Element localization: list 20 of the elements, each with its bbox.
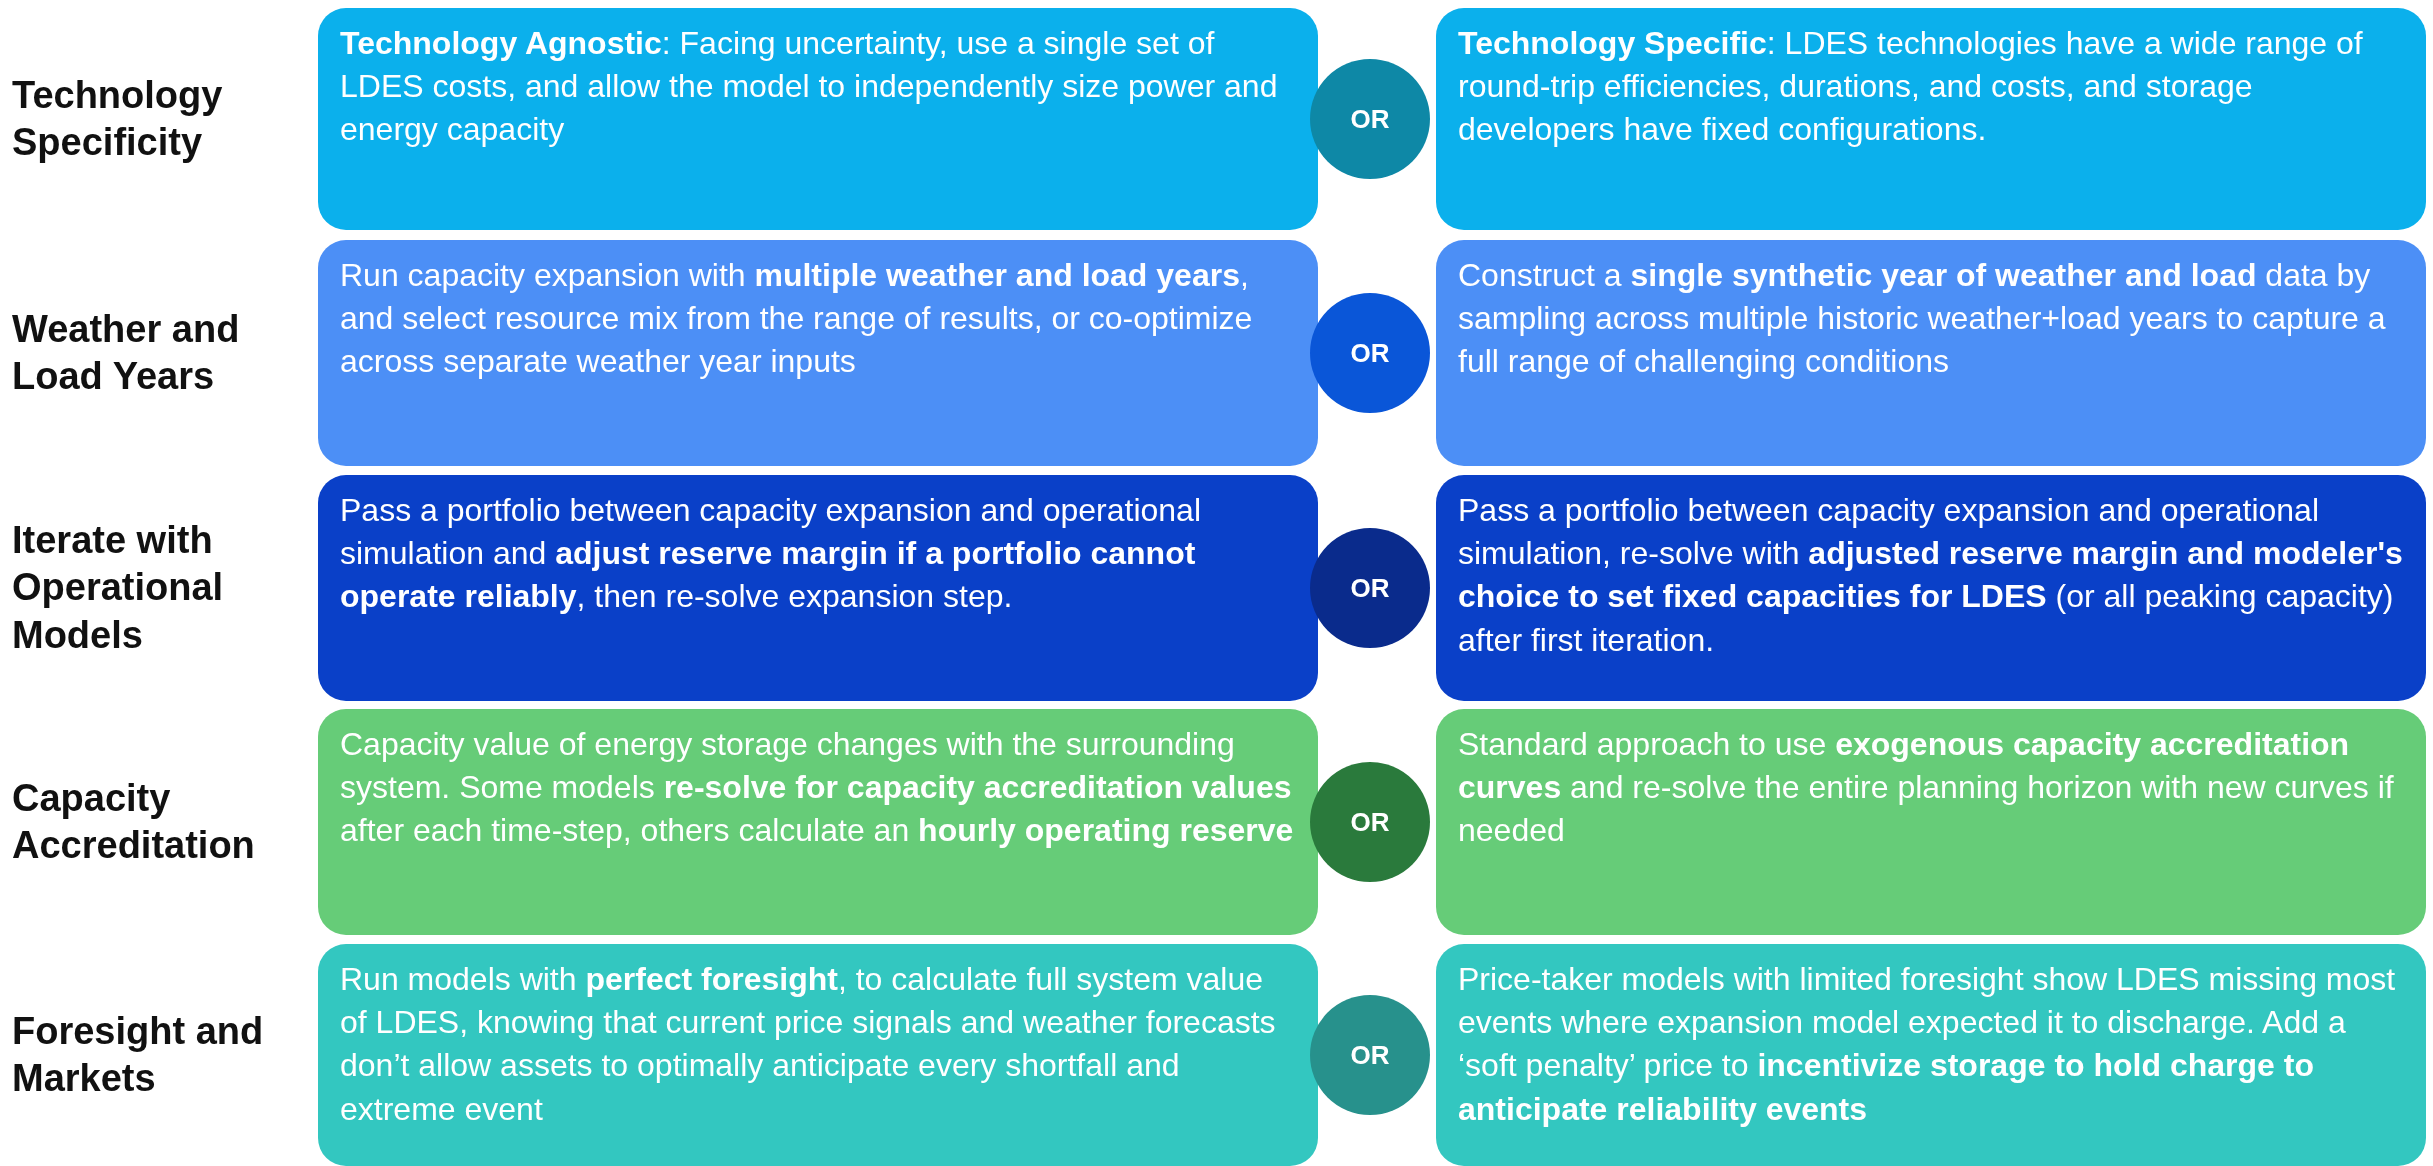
or-circle: OR [1310, 528, 1430, 648]
option-box: Price-taker models with limited foresight show LDES missing most events where expansion model expected it to discharge. Add a ‘soft penalty’ price to incentivize storage to hold charge to anticipate reliability events [1436, 944, 2426, 1166]
option-box: Run models with perfect foresight, to calculate full system value of LDES, knowing that current price signals and weather forecasts don’t allow assets to optimally anticipate every shortfall and extreme event [318, 944, 1318, 1166]
row-heading: Iterate with Operational Models [12, 517, 225, 658]
or-circle: OR [1310, 995, 1430, 1115]
option-box: Standard approach to use exogenous capacity accreditation curves and re-solve the entire planning horizon with new curves if needed [1436, 709, 2426, 935]
or-circle: OR [1310, 762, 1430, 882]
option-box: Pass a portfolio between capacity expansion and operational simulation, re-solve with adjusted reserve margin and modeler's choice to set fixed capacities for LDES (or all peaking capacity) after first iteration. [1436, 475, 2426, 701]
row-heading: Technology Specificity [12, 72, 224, 165]
row-heading: Weather and Load Years [12, 306, 241, 399]
option-box: Construct a single synthetic year of weather and load data by sampling across multiple historic weather+load years to capture a full range of challenging conditions [1436, 240, 2426, 466]
row-heading: Foresight and Markets [12, 1008, 265, 1101]
or-circle: OR [1310, 293, 1430, 413]
option-box: Technology Agnostic: Facing uncertainty, use a single set of LDES costs, and allow the model to independently size power and energy capacity [318, 8, 1318, 230]
or-circle: OR [1310, 59, 1430, 179]
row-heading: Capacity Accreditation [12, 775, 256, 868]
option-box: Run capacity expansion with multiple weather and load years, and select resource mix from the range of results, or co-optimize across separate weather year inputs [318, 240, 1318, 466]
option-box: Capacity value of energy storage changes with the surrounding system. Some models re-solve for capacity accreditation values after each time-step, others calculate an hourly operating reserve [318, 709, 1318, 935]
option-box: Technology Specific: LDES technologies have a wide range of round-trip efficiencies, durations, and costs, and storage developers have fixed configurations. [1436, 8, 2426, 230]
option-box: Pass a portfolio between capacity expansion and operational simulation and adjust reserve margin if a portfolio cannot operate reliably, then re-solve expansion step. [318, 475, 1318, 701]
